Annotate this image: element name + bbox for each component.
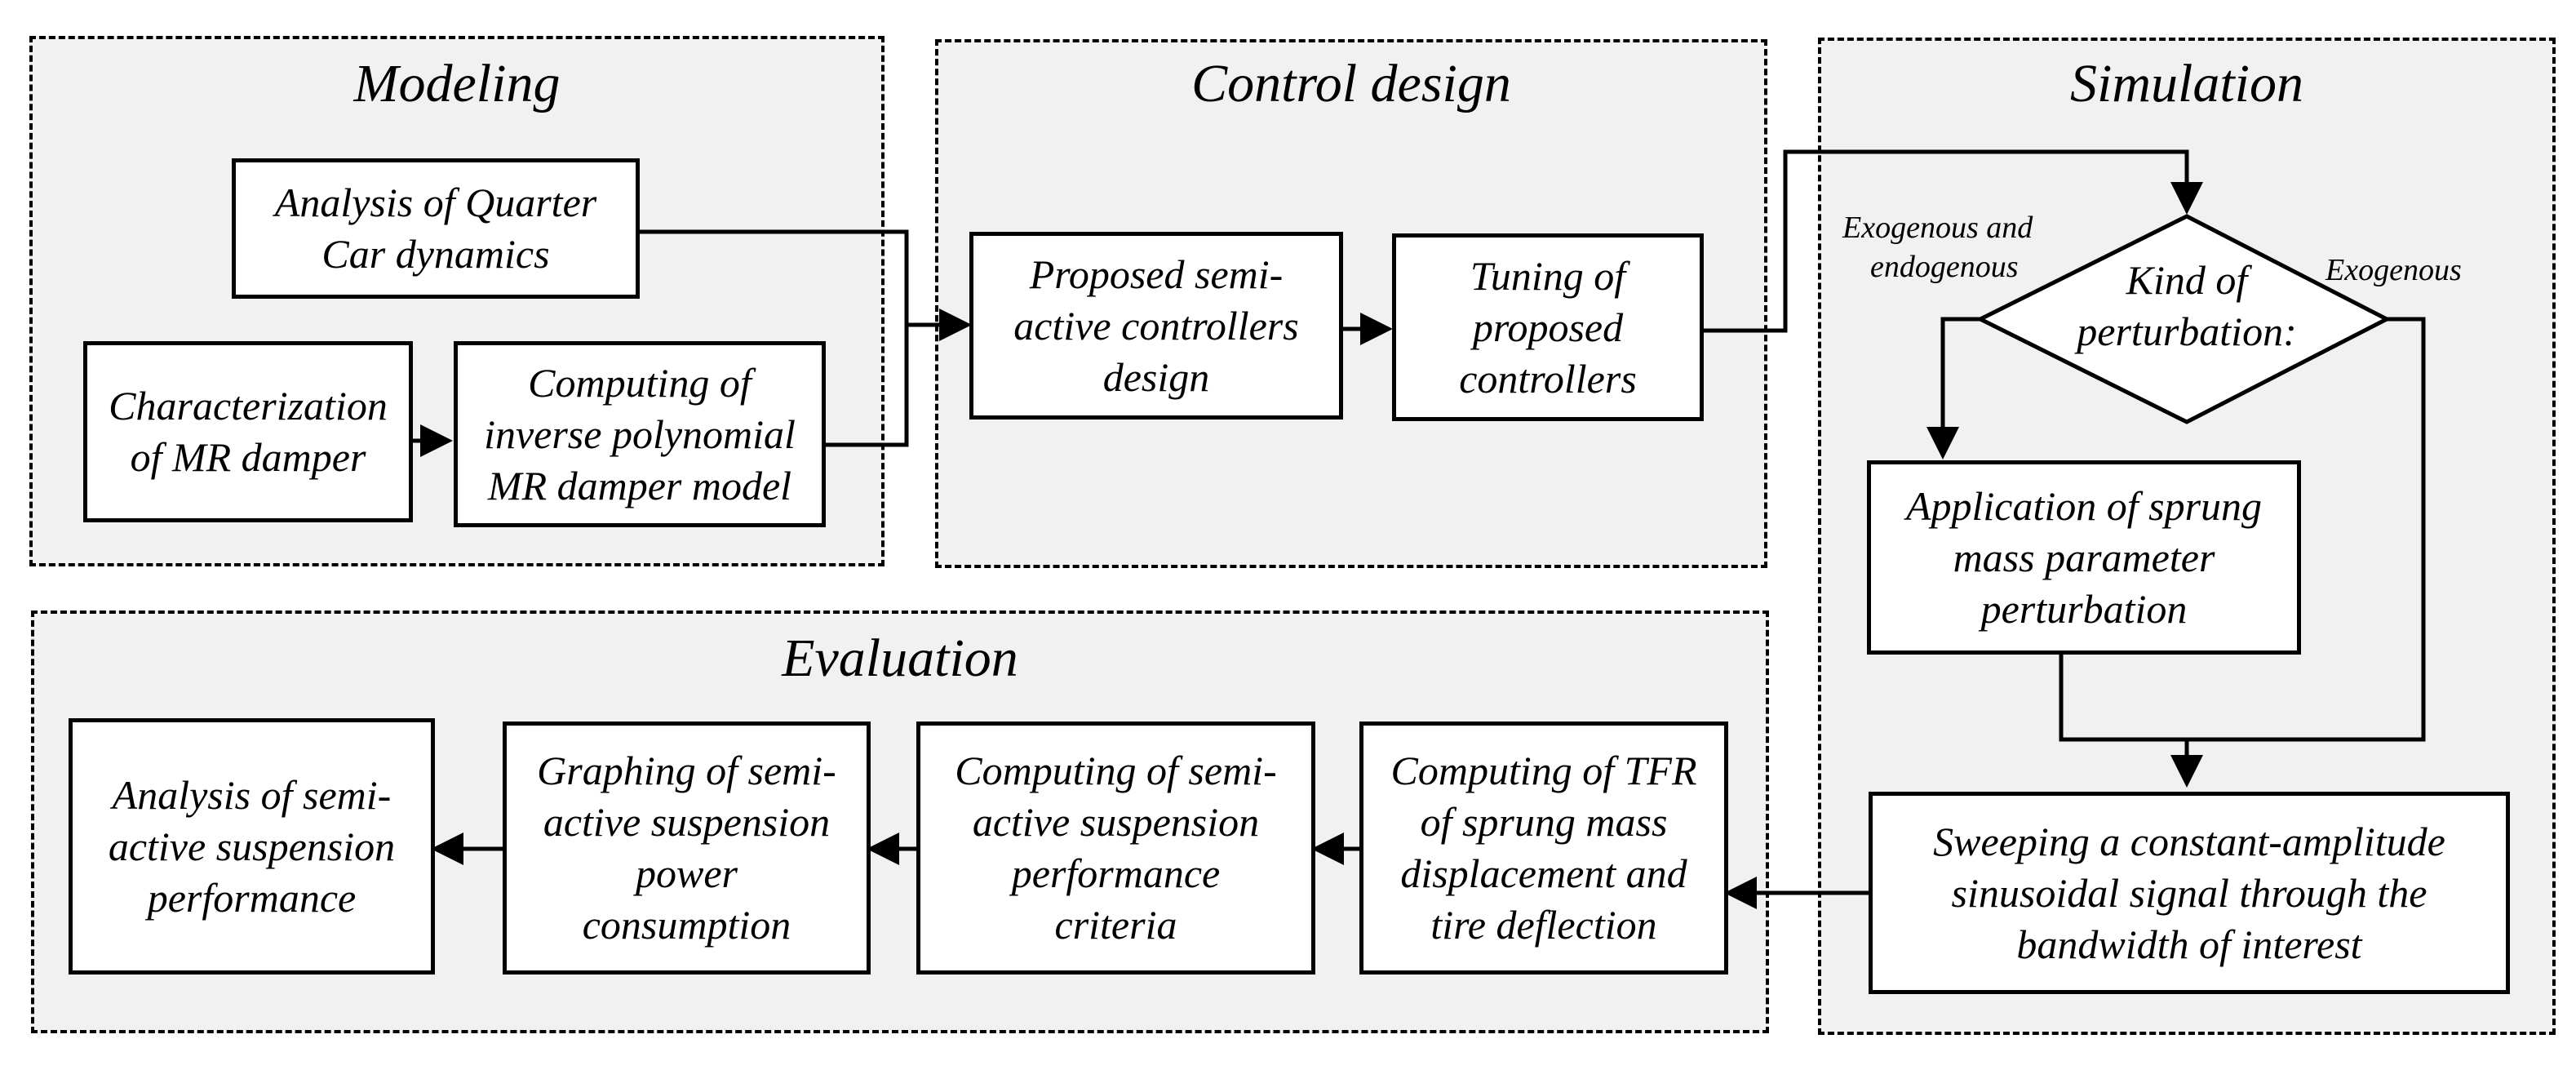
- arrow-tuning-to-decision: [1704, 149, 2203, 333]
- branch-label-exogenous: Exogenous: [2325, 253, 2462, 287]
- arrow-decision-to-sprung: [1926, 317, 1980, 460]
- arrow-sprung-to-sweeping: [2059, 655, 2203, 788]
- modeling-title: Modeling: [353, 54, 561, 113]
- perturbation-decision-label: Kind of perturbation:: [2077, 257, 2297, 354]
- simulation-title: Simulation: [2069, 54, 2303, 113]
- evaluation-title: Evaluation: [782, 628, 1018, 688]
- perturbation-decision-diamond: [1975, 214, 2392, 424]
- branch-label-exo-endo: Exogenous and endogenous: [1842, 211, 2033, 284]
- line-inverse-to-join: [826, 325, 909, 447]
- line-decision-right: [2187, 317, 2426, 742]
- arrow-quarter-to-design: [640, 229, 972, 341]
- control-design-title: Control design: [1191, 54, 1511, 113]
